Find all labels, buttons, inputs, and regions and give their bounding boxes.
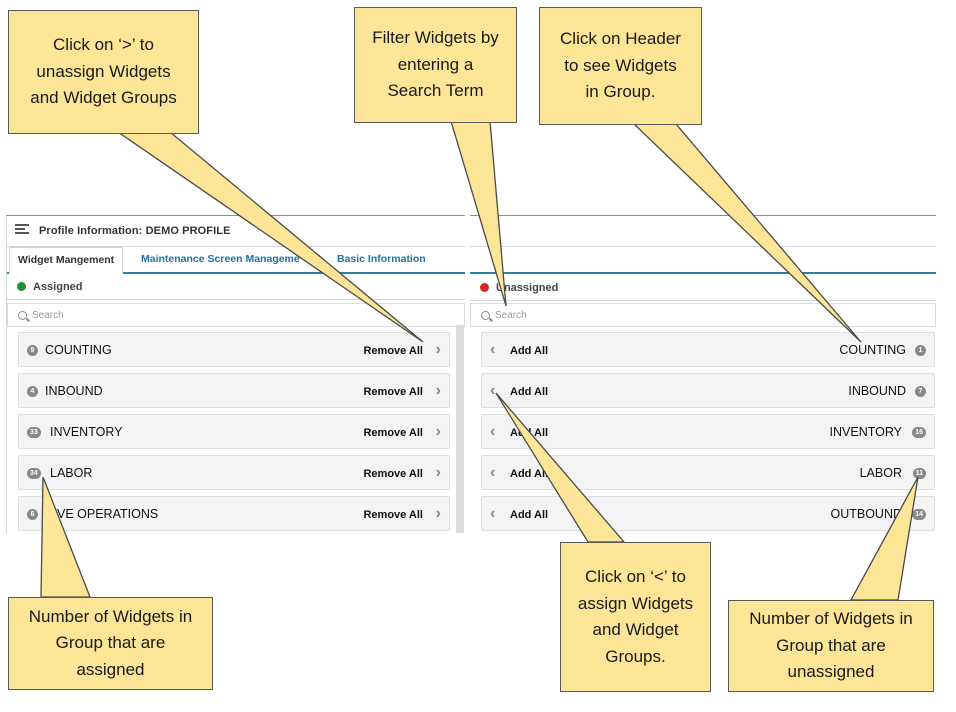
assigned-count-badge: 33: [27, 427, 41, 438]
profile-title: Profile Information: DEMO PROFILE: [39, 225, 231, 237]
chevron-right-icon[interactable]: ›: [435, 505, 441, 522]
assigned-count-badge: 9: [27, 345, 38, 356]
unassigned-search-input[interactable]: [495, 307, 895, 323]
add-all-button[interactable]: Add All: [510, 509, 549, 521]
callout-header: Click on Header to see Widgets in Group.: [539, 7, 702, 125]
chevron-left-icon[interactable]: ‹: [490, 382, 496, 399]
assigned-group-row[interactable]: 9 COUNTING Remove All ›: [18, 332, 450, 367]
profile-header: Profile Information: DEMO PROFILE: [7, 216, 465, 247]
unassigned-count-badge: 1: [915, 345, 926, 356]
group-header[interactable]: LABOR: [859, 466, 902, 480]
unassigned-count-badge: 14: [912, 509, 926, 520]
group-header[interactable]: COUNTING: [45, 343, 112, 357]
add-all-button[interactable]: Add All: [510, 468, 549, 480]
group-header[interactable]: OUTBOUND: [830, 507, 902, 521]
remove-all-button[interactable]: Remove All: [363, 345, 423, 357]
callout-unassigned-count: Number of Widgets in Group that are unas…: [728, 600, 934, 692]
chevron-left-icon[interactable]: ‹: [490, 423, 496, 440]
assigned-scrollbar[interactable]: [456, 325, 464, 533]
unassigned-count-badge: 16: [912, 427, 926, 438]
group-header[interactable]: INVENTORY: [50, 425, 123, 439]
chevron-right-icon[interactable]: ›: [435, 423, 441, 440]
group-header[interactable]: INBOUND: [45, 384, 103, 398]
group-header[interactable]: LABOR: [50, 466, 93, 480]
chevron-right-icon[interactable]: ›: [435, 464, 441, 481]
chevron-left-icon[interactable]: ‹: [490, 505, 496, 522]
group-header[interactable]: COUNTING: [839, 343, 906, 357]
search-icon: [18, 311, 27, 320]
assigned-group-row[interactable]: 33 INVENTORY Remove All ›: [18, 414, 450, 449]
callout-assign: Click on ‘<’ to assign Widgets and Widge…: [560, 542, 711, 692]
unassigned-group-row[interactable]: ‹ Add All COUNTING 1: [481, 332, 935, 367]
unassigned-count-badge: 7: [915, 386, 926, 397]
callout-filter: Filter Widgets by entering a Search Term: [354, 7, 517, 123]
add-all-button[interactable]: Add All: [510, 427, 549, 439]
remove-all-button[interactable]: Remove All: [363, 468, 423, 480]
tab-widget-management[interactable]: Widget Mangement: [9, 247, 124, 274]
unassigned-section-header: Unassigned: [470, 276, 936, 301]
assigned-count-badge: 4: [27, 386, 38, 397]
assigned-count-badge: 6: [27, 509, 38, 520]
remove-all-button[interactable]: Remove All: [363, 386, 423, 398]
callout-unassign: Click on ‘>’ to unassign Widgets and Wid…: [8, 10, 199, 134]
search-icon: [481, 311, 490, 320]
add-all-button[interactable]: Add All: [510, 386, 549, 398]
group-header[interactable]: VE OPERATIONS: [57, 507, 159, 521]
unassigned-group-row[interactable]: ‹ Add All INBOUND 7: [481, 373, 935, 408]
remove-all-button[interactable]: Remove All: [363, 509, 423, 521]
unassigned-count-badge: 11: [912, 468, 926, 479]
unassigned-status-dot: [480, 283, 489, 292]
assigned-group-row[interactable]: 6 VE OPERATIONS Remove All ›: [18, 496, 450, 531]
chevron-left-icon[interactable]: ‹: [490, 341, 496, 358]
group-header[interactable]: INBOUND: [848, 384, 906, 398]
remove-all-button[interactable]: Remove All: [363, 427, 423, 439]
unassigned-tab-bar: [470, 247, 936, 274]
assigned-search-box: [7, 303, 465, 327]
callout-assigned-count: Number of Widgets in Group that are assi…: [8, 597, 213, 690]
unassigned-group-row[interactable]: ‹ Add All INVENTORY 16: [481, 414, 935, 449]
unassigned-top-bar: [470, 216, 936, 247]
assigned-section-header: Assigned: [7, 275, 465, 300]
tab-bar: Widget Mangement Maintenance Screen Mana…: [7, 247, 465, 274]
tab-basic-information[interactable]: Basic Information: [337, 253, 426, 265]
unassigned-group-row[interactable]: ‹ Add All LABOR 11: [481, 455, 935, 490]
assigned-status-dot: [17, 282, 26, 291]
assigned-group-row[interactable]: 4 INBOUND Remove All ›: [18, 373, 450, 408]
assigned-count-badge: 34: [27, 468, 41, 479]
unassigned-search-box: [470, 303, 936, 327]
chevron-right-icon[interactable]: ›: [435, 382, 441, 399]
unassigned-group-row[interactable]: ‹ Add All OUTBOUND 14: [481, 496, 935, 531]
group-header[interactable]: INVENTORY: [829, 425, 902, 439]
assigned-group-row[interactable]: 34 LABOR Remove All ›: [18, 455, 450, 490]
menu-icon[interactable]: [15, 224, 29, 236]
add-all-button[interactable]: Add All: [510, 345, 549, 357]
assigned-label: Assigned: [33, 281, 83, 293]
tab-maintenance-screen-management[interactable]: Maintenance Screen Manageme: [141, 253, 300, 265]
assigned-search-input[interactable]: [32, 307, 432, 323]
chevron-left-icon[interactable]: ‹: [490, 464, 496, 481]
chevron-right-icon[interactable]: ›: [435, 341, 441, 358]
unassigned-label: Unassigned: [496, 282, 559, 294]
